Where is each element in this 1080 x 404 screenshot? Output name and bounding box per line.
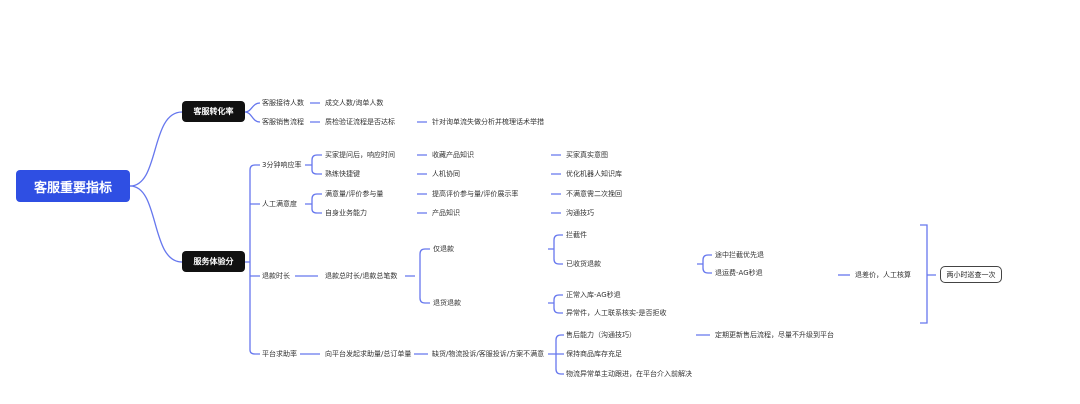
- node-return-refund[interactable]: 退货退款: [433, 299, 461, 307]
- node-bot-kb[interactable]: 优化机器人知识库: [566, 170, 622, 178]
- node-reception-count[interactable]: 客服接待人数: [262, 99, 304, 107]
- node-product-knowledge-collect[interactable]: 收藏产品知识: [432, 151, 474, 159]
- node-buyer-intent[interactable]: 买家真实意图: [566, 151, 608, 159]
- node-freight[interactable]: 退运费-AG秒退: [715, 269, 763, 277]
- node-price-diff[interactable]: 退差价，人工核算: [855, 271, 911, 279]
- category-service-experience[interactable]: 服务体验分: [182, 251, 245, 272]
- node-review-rate[interactable]: 提高评价参与量/评价展示率: [432, 190, 519, 198]
- root-node[interactable]: 客服重要指标: [16, 170, 130, 202]
- node-product-knowledge[interactable]: 产品知识: [432, 209, 460, 217]
- node-sales-process[interactable]: 客服销售流程: [262, 118, 304, 126]
- node-normal-stock[interactable]: 正常入库-AG秒退: [566, 291, 621, 299]
- node-qc-check[interactable]: 质检验证流程是否达标: [325, 118, 395, 126]
- node-deal-ratio[interactable]: 成交人数/询单人数: [325, 99, 384, 107]
- node-response-rate[interactable]: 3分钟响应率: [262, 161, 302, 169]
- node-communication[interactable]: 沟通技巧: [566, 209, 594, 217]
- node-causes[interactable]: 缺货/物流投诉/客服投诉/方案不满意: [432, 350, 545, 358]
- node-recover-unsatisfied[interactable]: 不满意需二次挽回: [566, 190, 622, 198]
- node-satisfaction[interactable]: 人工满意度: [262, 200, 297, 208]
- node-update-process[interactable]: 定期更新售后流程，尽量不升级到平台: [715, 331, 834, 339]
- node-aftersale-ability[interactable]: 售后能力（沟通技巧）: [566, 331, 636, 339]
- node-logistics-followup[interactable]: 物流异常单主动跟进，在平台介入前解决: [566, 370, 692, 378]
- node-satisfied-ratio[interactable]: 满意量/评价参与量: [325, 190, 384, 198]
- node-refund-duration[interactable]: 退款时长: [262, 272, 290, 280]
- node-received-refund[interactable]: 已收货退款: [566, 260, 601, 268]
- node-loss-analysis[interactable]: 针对询单流失做分析并梳理话术举措: [432, 118, 544, 126]
- category-conversion-rate[interactable]: 客服转化率: [182, 101, 245, 122]
- node-business-ability[interactable]: 自身业务能力: [325, 209, 367, 217]
- node-intercept[interactable]: 拦截件: [566, 231, 587, 239]
- node-stock[interactable]: 保持商品库存充足: [566, 350, 622, 358]
- node-human-machine[interactable]: 人机协同: [432, 170, 460, 178]
- node-only-refund[interactable]: 仅退款: [433, 245, 454, 253]
- node-patrol-summary[interactable]: 两小时巡查一次: [940, 266, 1002, 283]
- node-refund-metric[interactable]: 退款总时长/退款总笔数: [325, 272, 398, 280]
- node-in-transit[interactable]: 途中拦截优先退: [715, 251, 764, 259]
- node-platform-metric[interactable]: 向平台发起求助量/总订单量: [325, 350, 412, 358]
- node-abnormal[interactable]: 异常件，人工联系核实-是否拒收: [566, 309, 667, 317]
- node-platform-rate[interactable]: 平台求助率: [262, 350, 297, 358]
- node-shortcuts[interactable]: 熟练快捷键: [325, 170, 360, 178]
- node-response-time[interactable]: 买家提问后，响应时间: [325, 151, 395, 159]
